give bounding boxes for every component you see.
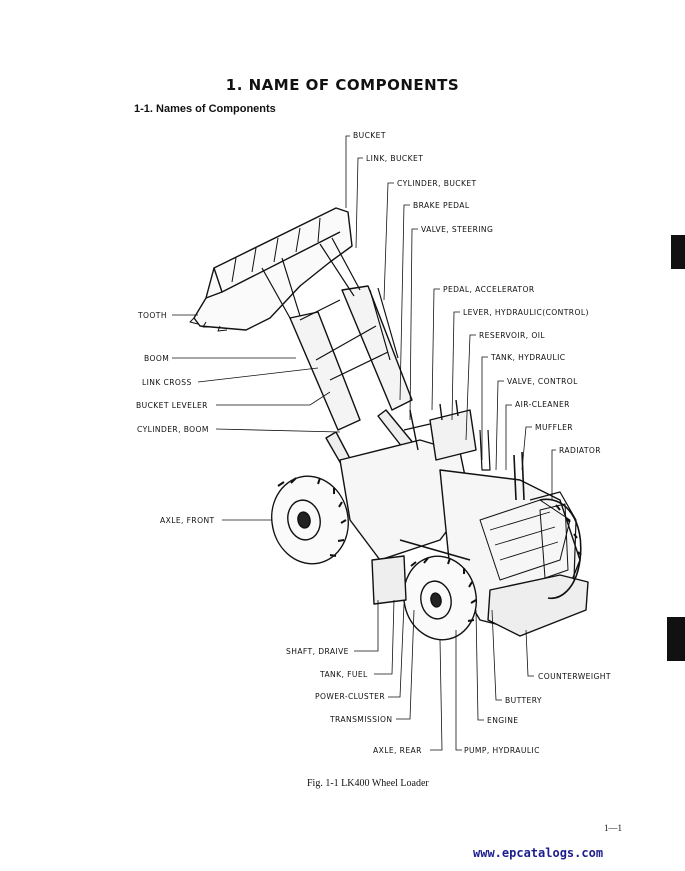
label-link-bucket: LINK, BUCKET xyxy=(366,154,424,163)
label-muffler: MUFFLER xyxy=(535,423,573,432)
label-power-cluster: POWER-CLUSTER xyxy=(315,692,386,701)
label-axle-rear: AXLE, REAR xyxy=(373,746,422,755)
label-tank-hydraulic: TANK, HYDRAULIC xyxy=(491,353,566,362)
label-tank-fuel: TANK, FUEL xyxy=(320,670,368,679)
label-boom: BOOM xyxy=(144,354,170,363)
label-axle-front: AXLE, FRONT xyxy=(160,516,215,525)
label-brake-pedal: BRAKE PEDAL xyxy=(413,201,470,210)
label-cylinder-bucket: CYLINDER, BUCKET xyxy=(397,179,477,188)
label-engine: ENGINE xyxy=(487,716,519,725)
figure-caption: Fig. 1-1 LK400 Wheel Loader xyxy=(307,778,429,789)
page-title: 1. NAME OF COMPONENTS xyxy=(225,76,460,94)
label-bucket: BUCKET xyxy=(353,131,386,140)
boom-arm-right xyxy=(341,285,413,411)
bucket-shape xyxy=(193,207,353,331)
label-bucket-leveler: BUCKET LEVELER xyxy=(136,401,208,410)
label-valve-control: VALVE, CONTROL xyxy=(507,377,578,386)
label-lever-hydraulic: LEVER, HYDRAULIC(CONTROL) xyxy=(463,308,589,317)
thumb-tab-top xyxy=(671,235,685,269)
label-radiator: RADIATOR xyxy=(559,446,601,455)
label-valve-steering: VALVE, STEERING xyxy=(421,225,494,234)
label-cylinder-boom: CYLINDER, BOOM xyxy=(137,425,209,434)
label-counterweight: COUNTERWEIGHT xyxy=(538,672,611,681)
label-buttery: BUTTERY xyxy=(505,696,542,705)
page-number: 1—1 xyxy=(604,823,622,833)
watermark-link[interactable]: www.epcatalogs.com xyxy=(473,846,604,860)
label-transmission: TRANSMISSION xyxy=(330,715,393,724)
label-reservoir-oil: RESERVOIR, OIL xyxy=(479,331,545,340)
counterweight-shape xyxy=(487,574,589,637)
section-heading: 1-1. Names of Components xyxy=(134,103,276,115)
label-link-cross: LINK CROSS xyxy=(142,378,192,387)
label-pump-hydraulic: PUMP, HYDRAULIC xyxy=(464,746,540,755)
boom-arm-left xyxy=(289,311,361,431)
label-air-cleaner: AIR-CLEANER xyxy=(515,400,570,409)
label-tooth: TOOTH xyxy=(138,311,167,320)
label-pedal-accelerator: PEDAL, ACCELERATOR xyxy=(443,285,535,294)
label-shaft-drive: SHAFT, DRAIVE xyxy=(286,647,349,656)
thumb-tab-bottom xyxy=(667,617,685,661)
